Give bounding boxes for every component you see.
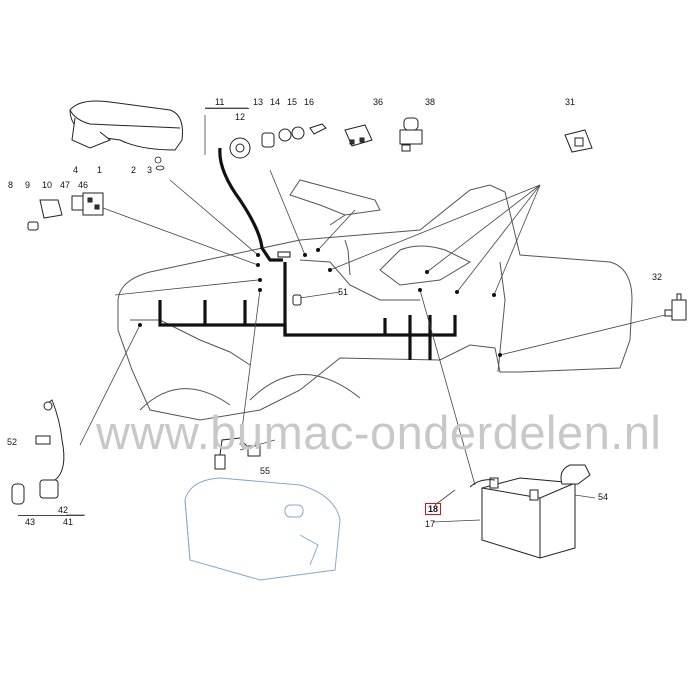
callout-10: 10 (42, 180, 53, 190)
callout-8: 8 (8, 180, 14, 190)
dashboard-cover (69, 100, 183, 151)
watermark: www.bumac-onderdelen.nl (96, 406, 662, 459)
callout-13: 13 (253, 97, 264, 107)
callout-54: 54 (598, 492, 609, 502)
callout-16: 16 (304, 97, 315, 107)
callout-32: 32 (652, 272, 663, 282)
callout-47: 47 (60, 180, 71, 190)
group-11-bracket (205, 108, 249, 109)
push-button (399, 117, 423, 152)
fuel-tank (184, 477, 341, 581)
callout-36: 36 (373, 97, 384, 107)
callout-15: 15 (287, 97, 298, 107)
ignition-switch (229, 123, 327, 159)
terminal-cap (560, 464, 591, 485)
callout-42: 42 (58, 505, 69, 515)
callout-2: 2 (131, 165, 137, 175)
callout-9: 9 (25, 180, 31, 190)
callout-51: 51 (338, 287, 349, 297)
battery (469, 477, 576, 559)
harness-connector (277, 251, 291, 258)
callout-55: 55 (260, 466, 271, 476)
sensor (664, 293, 687, 321)
callout-41: 41 (63, 517, 74, 527)
leader-lines (66, 107, 666, 523)
lamp-assembly (11, 399, 65, 505)
callout-1: 1 (97, 165, 103, 175)
switch-group (27, 192, 104, 231)
callout-4: 4 (73, 165, 79, 175)
wiring-harness (158, 147, 457, 360)
callout-3: 3 (147, 165, 153, 175)
callout-14: 14 (270, 97, 281, 107)
callout-12: 12 (235, 112, 246, 122)
callout-31: 31 (565, 97, 576, 107)
callout-11: 11 (215, 97, 225, 107)
seat-switch (564, 129, 593, 153)
callout-46: 46 (78, 180, 89, 190)
mower-body-outline (117, 179, 633, 421)
harness-clip (292, 294, 302, 306)
callout-52: 52 (7, 437, 18, 447)
group-41-bracket (18, 515, 84, 516)
callout-17: 17 (425, 519, 436, 529)
fuel-sender (214, 437, 261, 470)
callout-18-highlighted: 18 (425, 503, 442, 515)
callout-43: 43 (25, 517, 36, 527)
callout-38: 38 (425, 97, 436, 107)
screw-parts (154, 156, 165, 171)
connection-points (138, 248, 502, 357)
toggle-switch (344, 124, 373, 147)
